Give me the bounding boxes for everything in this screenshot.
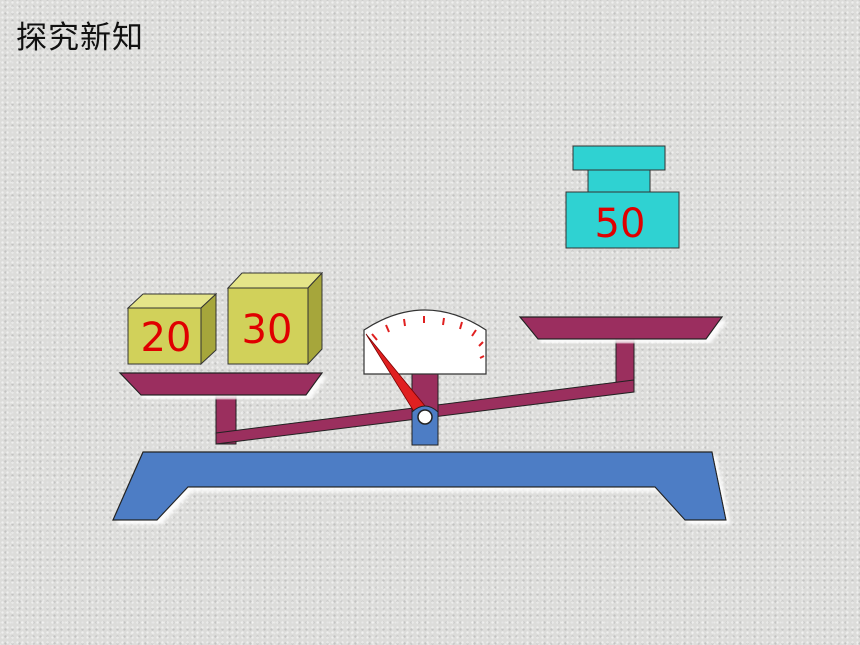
weight-label-30: 30 bbox=[242, 307, 293, 353]
weight-50: 50 bbox=[565, 145, 680, 249]
right-pan bbox=[518, 316, 724, 340]
dial-face bbox=[363, 309, 487, 375]
weight-label-20: 20 bbox=[141, 315, 192, 361]
slide-title: 探究新知 bbox=[16, 20, 144, 56]
scale-base bbox=[112, 451, 727, 521]
weight-label-50: 50 bbox=[595, 201, 646, 247]
dial-ticks bbox=[371, 316, 485, 359]
weight-block-20: 20 bbox=[126, 292, 218, 366]
pivot-pin bbox=[417, 409, 433, 425]
weight-block-30: 30 bbox=[226, 271, 324, 366]
left-pan bbox=[118, 372, 324, 396]
